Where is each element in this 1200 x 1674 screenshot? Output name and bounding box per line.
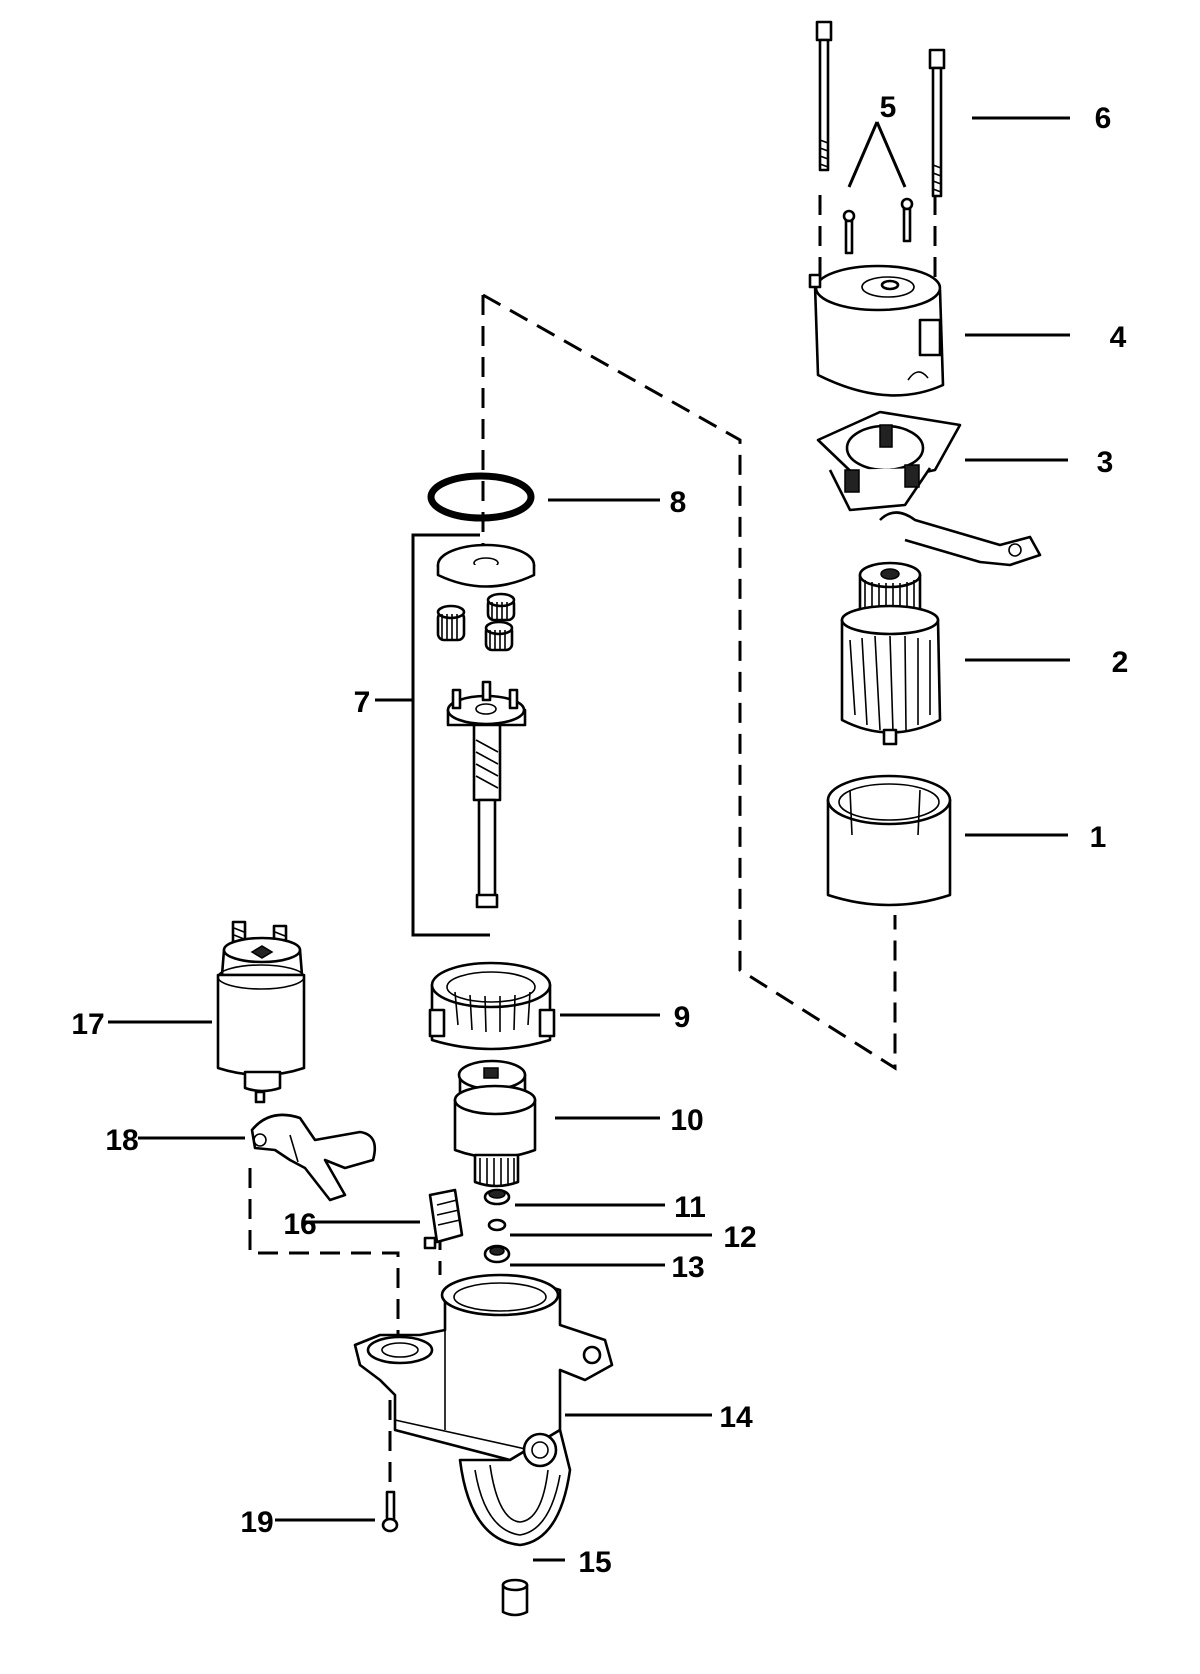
mounting-screw	[381, 1490, 399, 1533]
callout-6: 6	[1095, 102, 1112, 135]
drive-clutch	[453, 1059, 537, 1188]
planet-gears	[436, 592, 516, 652]
callout-4: 4	[1110, 321, 1127, 354]
callout-13: 13	[671, 1251, 704, 1284]
planet-carrier-shaft	[446, 680, 527, 909]
field-frame	[826, 774, 952, 907]
callout-11: 11	[674, 1191, 706, 1224]
ring-gear	[428, 961, 556, 1051]
brush-holder	[816, 410, 1042, 567]
callout-3: 3	[1097, 446, 1114, 479]
callout-16: 16	[283, 1208, 316, 1241]
bushing	[501, 1578, 529, 1617]
callout-15: 15	[578, 1546, 611, 1579]
callout-10: 10	[670, 1104, 703, 1137]
callout-17: 17	[71, 1008, 104, 1041]
small-screws	[842, 121, 914, 255]
shift-lever-fork	[250, 1113, 377, 1202]
callout-labels: 1 2 3 4 5 6 7 8 9 10 11 12 13 14 15 16 1…	[71, 91, 1128, 1579]
callout-12: 12	[723, 1221, 756, 1254]
leader-lines	[108, 116, 1070, 1562]
callout-7: 7	[354, 686, 371, 719]
assembly-guide-lines	[248, 195, 937, 1485]
o-ring	[427, 472, 535, 522]
callout-18: 18	[105, 1124, 138, 1157]
through-bolts	[815, 20, 946, 198]
retainer-and-collars	[483, 1188, 511, 1264]
callout-1: 1	[1090, 821, 1107, 854]
drive-housing	[353, 1273, 614, 1547]
callout-14: 14	[719, 1401, 753, 1434]
solenoid	[216, 920, 306, 1104]
callout-19: 19	[240, 1506, 273, 1539]
end-cap	[808, 264, 945, 397]
callout-5: 5	[880, 91, 897, 124]
callout-2: 2	[1112, 646, 1129, 679]
armature	[840, 561, 942, 746]
callout-8: 8	[670, 486, 687, 519]
planetary-gear-set	[375, 533, 536, 937]
drive-spring	[423, 1188, 464, 1250]
callout-9: 9	[674, 1001, 691, 1034]
